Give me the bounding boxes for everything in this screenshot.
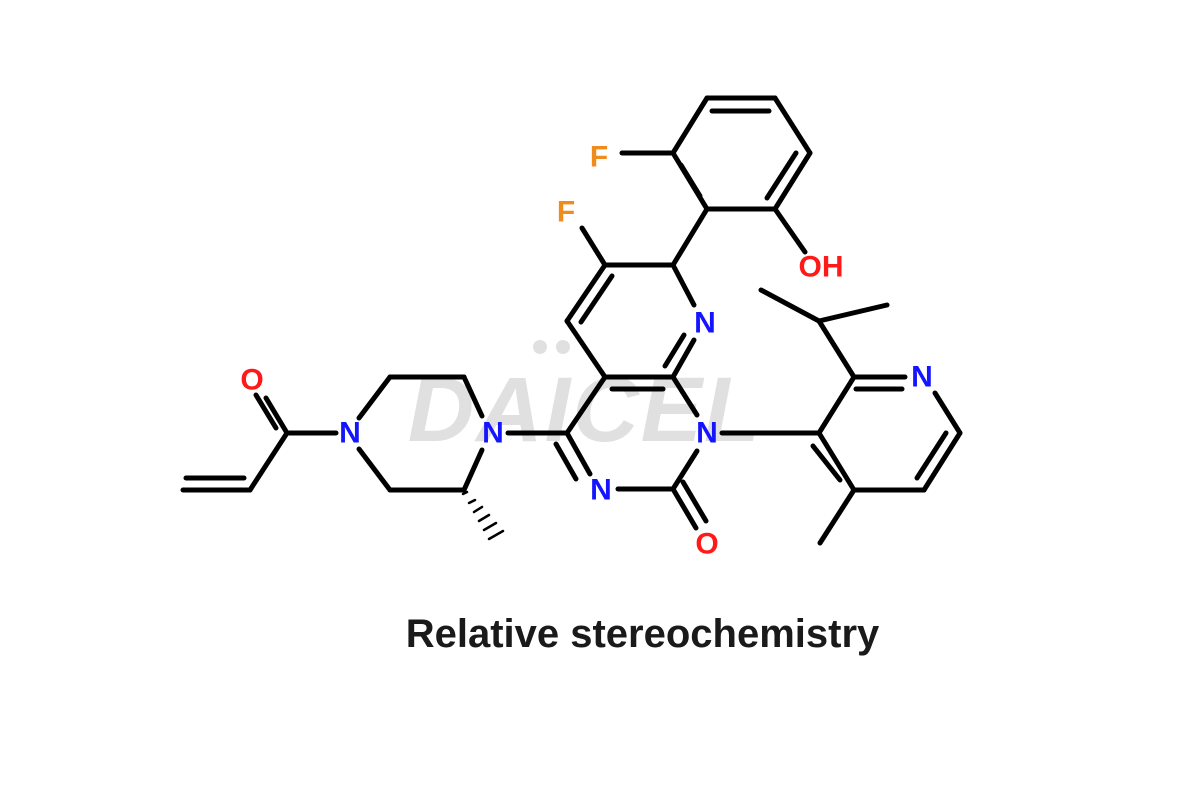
bond-c4-n3-b xyxy=(553,441,579,482)
bond-carbonyl-o-a xyxy=(263,395,290,436)
atom-nitrogen-n3: N xyxy=(590,474,612,507)
bond-c7-aryl xyxy=(670,206,710,268)
bond-c5-c6-inner xyxy=(578,273,615,325)
bond-py-3 xyxy=(932,390,963,436)
bond-pip-4 xyxy=(461,447,485,493)
watermark-dot-left xyxy=(533,340,547,354)
bond-pip-3 xyxy=(461,374,485,419)
bond-ar-5 xyxy=(772,150,813,212)
bond-iso-me2 xyxy=(816,302,890,324)
bond-ar-5-inner xyxy=(764,150,799,201)
atom-nitrogen-pyridine-fused: N xyxy=(694,307,716,340)
bond-c4a-c4 xyxy=(564,374,608,436)
bond-iso-me1 xyxy=(758,287,822,324)
bond-py-6 xyxy=(816,430,857,493)
atom-nitrogen-n1: N xyxy=(696,417,718,450)
atom-labels: F F OH N N N N N N O O xyxy=(240,141,933,561)
bond-n1-c8a xyxy=(670,374,700,418)
bond-py-methyl xyxy=(817,487,857,546)
bonds xyxy=(180,95,963,546)
bond-ar-2 xyxy=(670,95,710,156)
stereo-hashed-wedge xyxy=(461,490,505,541)
bond-iso-ch xyxy=(816,318,857,380)
atom-fluorine-core: F xyxy=(557,196,575,229)
bond-py-4 xyxy=(921,430,963,493)
bond-ar-1-inner xyxy=(678,162,703,199)
bond-py-4-inner xyxy=(914,430,949,481)
bond-pip-1 xyxy=(356,374,393,421)
bond-ar-4 xyxy=(772,95,813,156)
atom-hydroxyl: OH xyxy=(799,251,844,284)
bond-vinyl-carbonyl xyxy=(247,430,290,493)
bond-c4a-c5 xyxy=(564,318,608,380)
atom-fluorine-aryl: F xyxy=(590,141,608,174)
atom-oxygen-carbonyl: O xyxy=(695,528,718,561)
bond-c4-n3-a xyxy=(564,430,593,477)
bond-ar-oh xyxy=(772,206,808,255)
atom-oxygen-acryl: O xyxy=(240,364,263,397)
bond-c5-c6 xyxy=(564,262,608,324)
caption-text: Relative stereochemistry xyxy=(405,612,880,656)
bond-py-6-inner xyxy=(810,443,843,483)
atom-nitrogen-piperazine-right: N xyxy=(482,417,504,450)
atom-nitrogen-piperazine-left: N xyxy=(339,417,361,450)
bond-c6-f xyxy=(579,225,608,268)
bond-c2-o-b xyxy=(680,479,709,524)
bond-n8-c8a xyxy=(670,337,697,380)
bond-c2-n1 xyxy=(670,448,700,492)
bond-n8-c8a-inner xyxy=(662,332,687,369)
bond-pip-6 xyxy=(356,446,393,493)
watermark-dot-right xyxy=(556,340,570,354)
bond-py-1 xyxy=(816,374,857,436)
bond-c7-n8 xyxy=(670,262,697,308)
atom-nitrogen-pyridyl: N xyxy=(911,361,933,394)
bond-carbonyl-o-b xyxy=(253,392,279,431)
bond-c2-o-a xyxy=(670,486,699,531)
